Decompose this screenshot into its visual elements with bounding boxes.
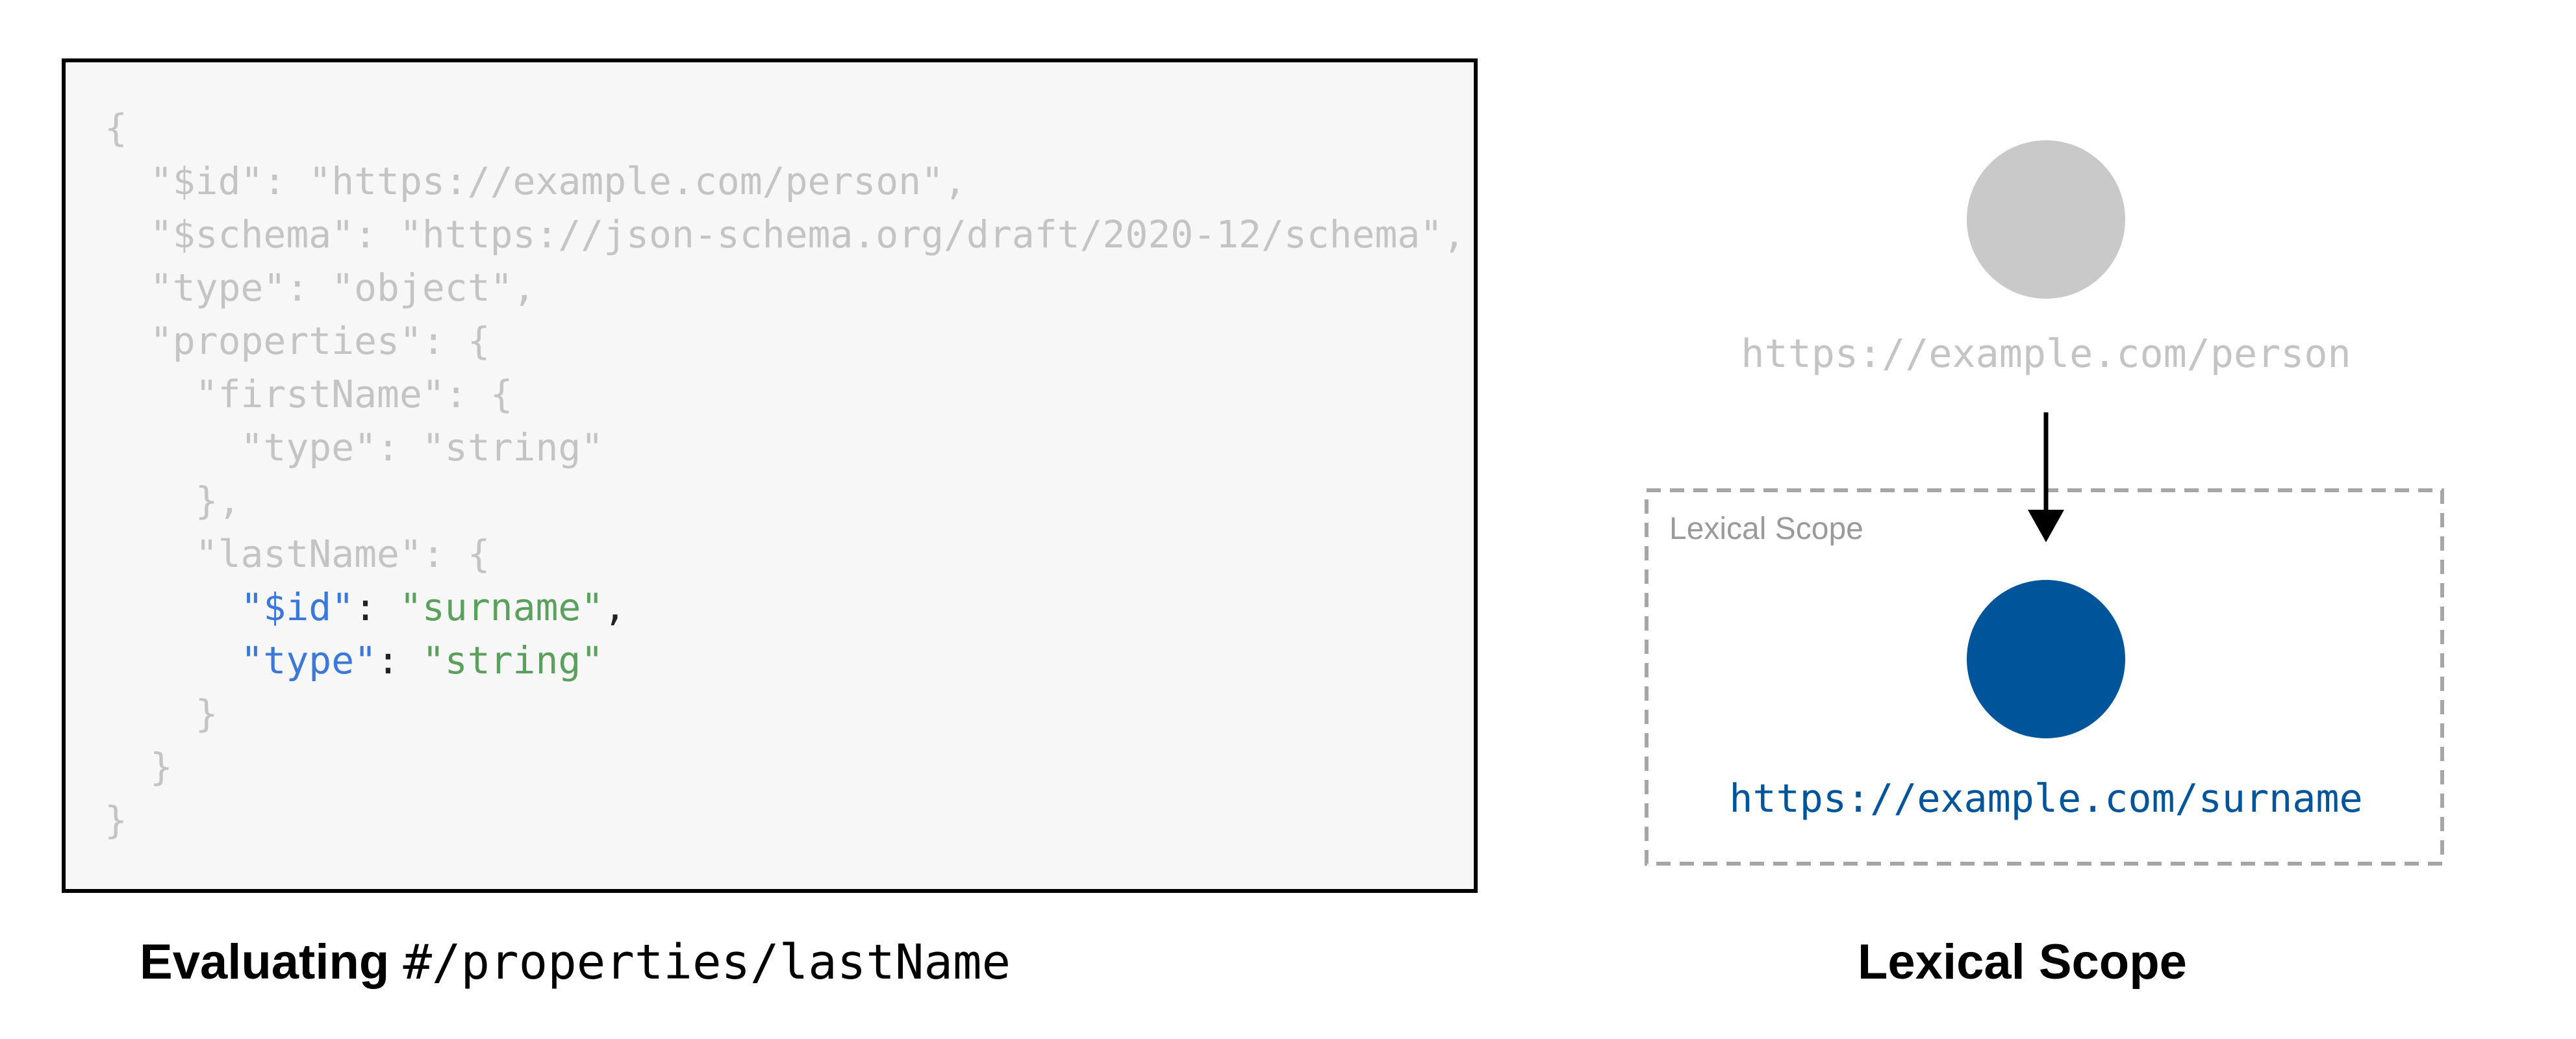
scope-diagram: https://example.com/person Lexical Scope…	[1645, 140, 2444, 866]
scope-arrow-head	[2028, 510, 2064, 542]
code-token: "surname"	[399, 585, 604, 629]
code-line: },	[105, 474, 1465, 527]
code-line: "lastName": {	[105, 527, 1465, 581]
code-token	[105, 585, 241, 629]
parent-uri-label: https://example.com/person	[1741, 331, 2351, 377]
code-line: }	[105, 687, 1465, 740]
code-line: "$id": "https://example.com/person",	[105, 155, 1465, 208]
code-line: "type": "string"	[105, 634, 1465, 687]
code-line: "properties": {	[105, 314, 1465, 368]
evaluating-caption: Evaluating #/properties/lastName	[140, 934, 1011, 990]
child-uri-label: https://example.com/surname	[1729, 776, 2362, 821]
evaluating-label: Evaluating	[140, 934, 390, 990]
child-schema-node	[1967, 580, 2125, 738]
code-token: "$id": "https://example.com/person",	[105, 159, 966, 203]
code-token: "lastName": {	[105, 532, 490, 576]
code-token: "string"	[422, 638, 604, 682]
code-line: "type": "object",	[105, 261, 1465, 314]
lexical-scope-label: Lexical Scope	[1669, 512, 1863, 546]
code-token: }	[105, 745, 173, 789]
code-token: {	[105, 106, 127, 150]
code-token: "type": "object",	[105, 266, 536, 310]
code-token: :	[354, 585, 399, 629]
code-token: "properties": {	[105, 319, 490, 363]
code-line: {	[105, 101, 1465, 155]
code-token: :	[377, 638, 422, 682]
code-line: "firstName": {	[105, 368, 1465, 421]
code-token: "type": "string"	[105, 425, 604, 469]
code-block: { "$id": "https://example.com/person", "…	[105, 101, 1465, 847]
code-panel: { "$id": "https://example.com/person", "…	[62, 58, 1478, 893]
code-line: }	[105, 794, 1465, 847]
code-token: },	[105, 479, 241, 523]
code-token: ,	[603, 585, 627, 629]
code-line: "$schema": "https://json-schema.org/draf…	[105, 208, 1465, 261]
code-token: "$schema": "https://json-schema.org/draf…	[105, 212, 1466, 257]
code-token: }	[105, 692, 218, 736]
parent-schema-node	[1967, 140, 2125, 299]
code-line: }	[105, 740, 1465, 794]
lexical-scope-caption: Lexical Scope	[1858, 934, 2187, 990]
code-line: "type": "string"	[105, 421, 1465, 474]
code-token	[105, 638, 241, 682]
code-token: "type"	[240, 638, 377, 682]
code-token: }	[105, 798, 127, 842]
json-pointer: #/properties/lastName	[403, 934, 1011, 990]
code-token: "firstName": {	[105, 372, 513, 416]
code-token: "$id"	[240, 585, 355, 629]
code-line: "$id": "surname",	[105, 581, 1465, 634]
